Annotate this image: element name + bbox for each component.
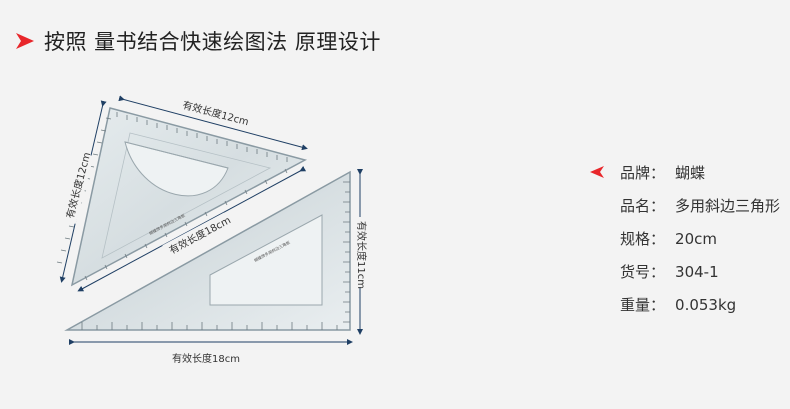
spec-row-size: 规格： 20cm (620, 229, 717, 249)
spec-row-name: 品名： 多用斜边三角形 (620, 197, 781, 215)
spec-label: 规格 (620, 230, 651, 248)
spec-value: 304-1 (675, 262, 719, 281)
right-length-label: 有效长度11cm (355, 221, 368, 289)
spec-label: 货号 (620, 263, 651, 281)
headline: 按照 量书结合快速绘图法 原理设计 (14, 27, 381, 55)
spec-label: 品名 (620, 197, 651, 215)
arrow-icon (16, 33, 34, 49)
headline-text: 按照 量书结合快速绘图法 原理设计 (44, 30, 381, 54)
spec-value: 多用斜边三角形 (675, 197, 781, 215)
spec-row-item-no: 货号： 304-1 (620, 262, 719, 282)
spec-row-brand: 品牌： 蝴蝶 (590, 156, 790, 189)
spec-value: 20cm (675, 229, 717, 248)
product-illustration: 蝴蝶牌多用斜边三角板 蝴蝶牌多用斜边三角板 有效长度12cm 有效长度12cm … (56, 95, 370, 366)
spec-label: 重量 (620, 296, 651, 314)
bottom-length-label: 有效长度18cm (172, 352, 240, 365)
spec-label: 品牌 (620, 164, 651, 182)
arrow-pointer-icon (590, 164, 608, 182)
spec-list: 品牌： 蝴蝶 品名： 多用斜边三角形 规格： 20cm 货号： 304-1 重量… (590, 156, 790, 321)
spec-row-weight: 重量： 0.053kg (620, 295, 737, 315)
spec-value: 蝴蝶 (675, 164, 706, 182)
spec-value: 0.053kg (675, 295, 737, 314)
